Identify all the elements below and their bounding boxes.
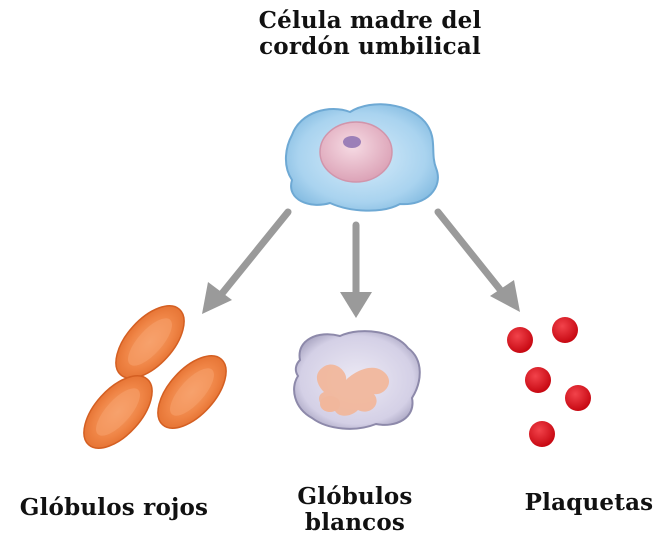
arrow-to-red-cells-icon [202,208,292,314]
stem-cell-title-line1: Célula madre del [258,7,482,34]
white-cells-label-line2: blancos [304,509,406,535]
arrow-to-platelets-icon [434,208,520,312]
stem-cell-icon [285,103,439,212]
red-cells-label: Glóbulos rojos [19,494,209,521]
platelets-icon [507,317,591,447]
red-blood-cells-icon [83,305,227,449]
white-cells-label-line1: Glóbulos [297,483,413,510]
stem-cell-title: Célula madre del cordón umbilical [205,7,535,61]
platelets-label: Plaquetas [524,489,654,516]
white-blood-cell-icon [293,330,421,430]
stem-cell-title-line2: cordón umbilical [259,33,481,61]
arrow-to-white-cells-icon [340,221,372,318]
white-cells-label: Glóbulos blancos [270,483,440,535]
